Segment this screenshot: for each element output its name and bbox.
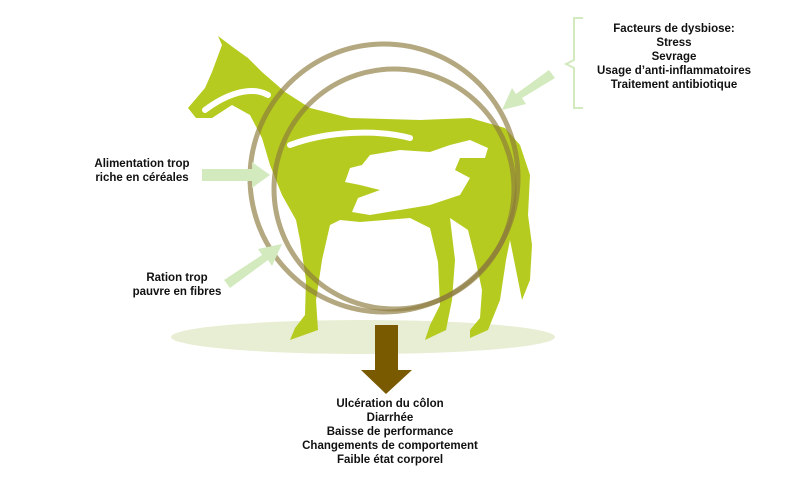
cereal-diet-label: Alimentation trop riche en céréales bbox=[86, 157, 198, 185]
consequence-item: Diarrhée bbox=[366, 412, 414, 424]
neck-highlight bbox=[202, 88, 271, 113]
consequences-label: Ulcération du côlon Diarrhée Baisse de p… bbox=[290, 397, 490, 467]
dysbiosis-arrow bbox=[502, 70, 555, 110]
dysbiosis-title: Facteurs de dysbiose: bbox=[613, 23, 735, 35]
inner-ring bbox=[271, 66, 517, 312]
low-fiber-line: pauvre en fibres bbox=[132, 286, 222, 298]
consequence-item: Changements de comportement bbox=[302, 440, 478, 452]
factor-item: Stress bbox=[656, 37, 692, 49]
consequence-item: Faible état corporel bbox=[336, 454, 444, 466]
horse-silhouette bbox=[188, 36, 532, 340]
cereal-arrow bbox=[202, 162, 270, 188]
fiber-arrow bbox=[224, 244, 282, 288]
bracket bbox=[563, 17, 583, 109]
dysbiosis-factors-label: Facteurs de dysbiose: Stress Sevrage Usa… bbox=[588, 22, 760, 92]
back-highlight bbox=[287, 129, 413, 148]
cereal-diet-line: Alimentation trop bbox=[94, 158, 190, 170]
factor-item: Sevrage bbox=[651, 51, 697, 63]
factor-item: Traitement antibiotique bbox=[610, 79, 738, 91]
low-fiber-label: Ration trop pauvre en fibres bbox=[122, 271, 232, 299]
factor-item: Usage d’anti-inflammatoires bbox=[596, 65, 751, 77]
consequence-item: Ulcération du côlon bbox=[336, 398, 444, 410]
cereal-diet-line: riche en céréales bbox=[95, 172, 189, 184]
intestine-shape bbox=[345, 140, 488, 215]
ground-shadow bbox=[171, 320, 555, 354]
low-fiber-line: Ration trop bbox=[146, 272, 208, 284]
consequence-item: Baisse de performance bbox=[326, 426, 454, 438]
output-arrow bbox=[361, 325, 412, 394]
